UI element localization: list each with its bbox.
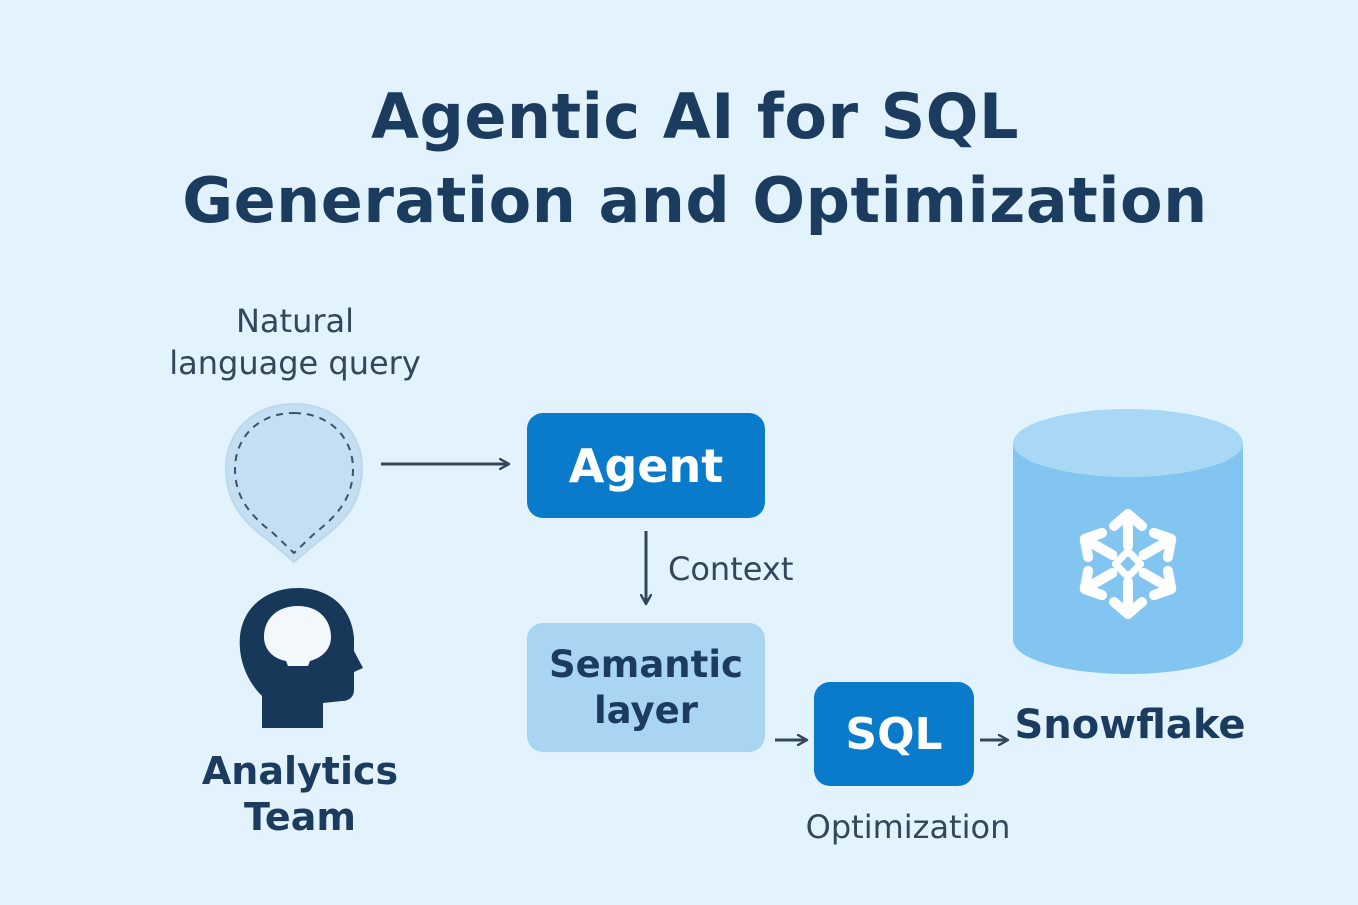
context-label: Context [668, 550, 794, 588]
natural-language-query-label-line-1: Natural [235, 302, 355, 340]
speech-bubble-icon [224, 402, 364, 564]
semantic-layer-node: Semantic layer [527, 623, 765, 752]
sql-node: SQL [814, 682, 974, 786]
database-cylinder-icon [1013, 409, 1243, 674]
analytics-team-label-line-2: Team [244, 795, 356, 839]
diagram-title-line-2: Generation and Optimization [182, 164, 1208, 237]
semantic-layer-label-line-2: layer [594, 688, 698, 732]
optimization-label: Optimization [805, 808, 1011, 846]
natural-language-query-label-line-2: language query [169, 344, 421, 382]
semantic-layer-label-line-1: Semantic [549, 642, 743, 686]
snowflake-label: Snowflake [1014, 702, 1246, 748]
head-profile-icon [239, 588, 363, 728]
natural-language-query-label: Natural language query [150, 300, 440, 384]
analytics-team-label: Analytics Team [170, 748, 430, 840]
agent-node: Agent [527, 413, 765, 518]
analytics-team-label-line-1: Analytics [201, 749, 399, 793]
diagram-title-line-1: Agentic AI for SQL [370, 80, 1019, 153]
snowflake-icon [1079, 509, 1177, 619]
